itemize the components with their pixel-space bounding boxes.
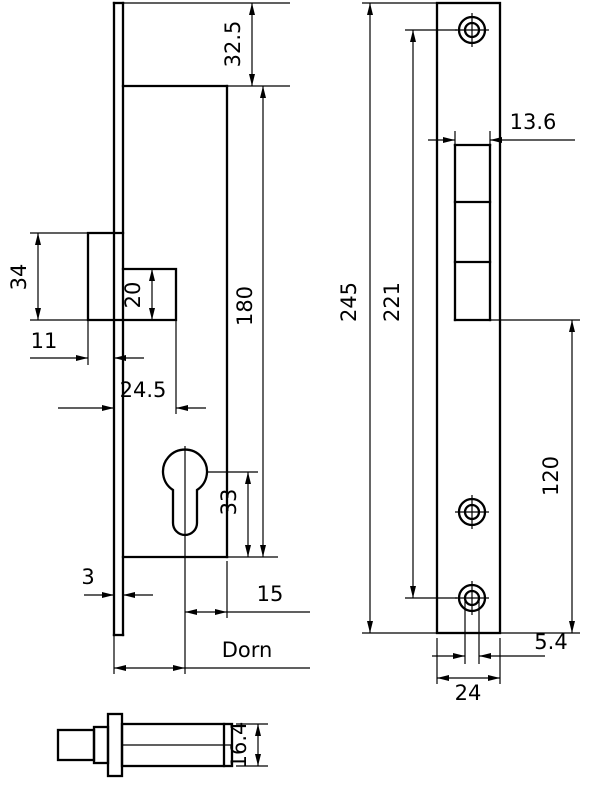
dim-cutout-to-bottom-label: 120 [539, 456, 563, 496]
strike-plate-dimension-lines [367, 3, 575, 681]
dim-latch-height-label: 34 [7, 264, 31, 291]
strike-plate-outline [435, 1, 502, 635]
strike-plate-extension-lines [362, 2, 580, 684]
latch-outline [86, 231, 178, 322]
dim-backset-label: Dorn [222, 638, 273, 662]
dim-plate-width-label: 24 [455, 681, 482, 705]
dim-latch-protrusion-label: 11 [31, 329, 58, 353]
dim-cutout-width-label: 13.6 [510, 110, 557, 134]
strike-plate-screw-holes [455, 13, 489, 615]
dim-faceplate-thickness-label: 3 [81, 565, 94, 589]
lock-case-outline [86, 1, 229, 637]
bolt-outline [56, 712, 234, 778]
dim-latch-depth-label: 24.5 [120, 378, 167, 402]
dim-case-height-label: 180 [233, 286, 257, 326]
dim-hole-centers-label: 221 [380, 282, 404, 322]
lock-case-dimension-labels: 32.5 180 34 20 11 24.5 33 3 15 Dorn [7, 21, 283, 662]
dim-axis-to-back-label: 15 [257, 582, 284, 606]
dim-bolt-height-label: 16.4 [227, 722, 251, 769]
lock-case-dimension-lines [30, 3, 310, 671]
dim-cylinder-to-bottom-label: 33 [217, 489, 241, 516]
dim-hole-diameter-label: 5.4 [534, 630, 567, 654]
dim-plate-height-label: 245 [337, 282, 361, 322]
strike-plate-dimension-labels: 13.6 245 221 120 5.4 24 [337, 110, 568, 705]
dim-follower-height-label: 20 [121, 282, 145, 309]
lock-case-extension-lines [30, 2, 290, 674]
dim-top-to-case-label: 32.5 [221, 21, 245, 68]
cylinder-hole [161, 448, 209, 537]
bolt-dimension: 16.4 [227, 722, 268, 769]
